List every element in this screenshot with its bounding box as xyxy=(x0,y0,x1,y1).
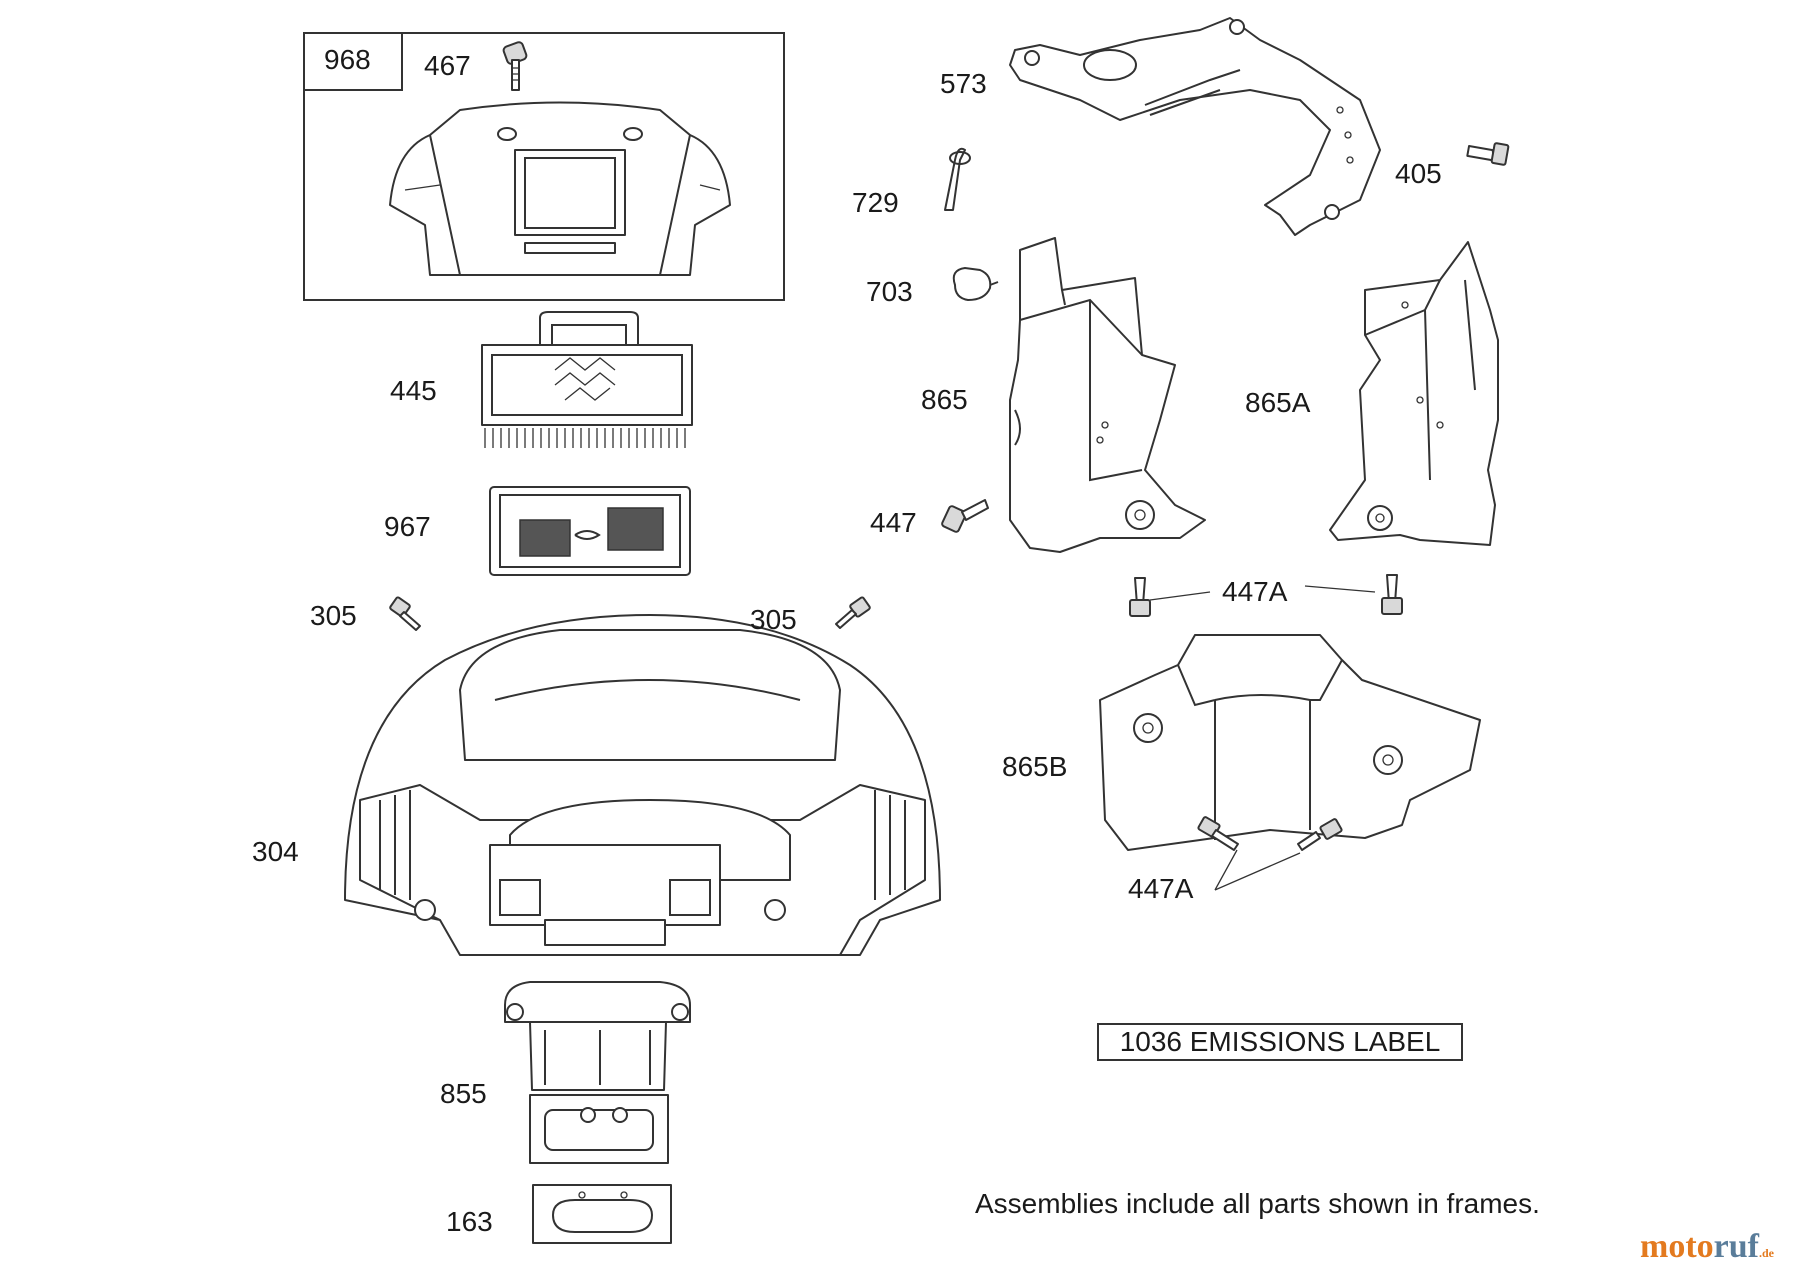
watermark-part2: ruf xyxy=(1713,1228,1759,1265)
watermark-part1: moto xyxy=(1640,1228,1714,1265)
callout-447A-bottom: 447A xyxy=(1128,873,1194,904)
callout-405: 405 xyxy=(1395,158,1442,189)
callout-703: 703 xyxy=(866,276,913,307)
emissions-label-box: 1036 EMISSIONS LABEL xyxy=(1097,1023,1463,1061)
part-305-screw-right xyxy=(835,596,871,629)
part-573-baffle xyxy=(1009,17,1381,236)
callout-163: 163 xyxy=(446,1206,493,1237)
part-865B-shroud xyxy=(1099,634,1481,851)
callout-305-right: 305 xyxy=(750,604,797,635)
part-447-screw xyxy=(941,499,989,533)
part-855-intake-elbow xyxy=(504,981,691,1164)
callout-729: 729 xyxy=(852,187,899,218)
part-729-tie xyxy=(944,147,971,211)
callout-304: 304 xyxy=(252,836,299,867)
part-968-air-cleaner-cover xyxy=(389,101,731,276)
part-467-knob xyxy=(502,41,528,91)
part-163-gasket xyxy=(532,1184,672,1244)
callout-855: 855 xyxy=(440,1078,487,1109)
callout-865B: 865B xyxy=(1002,751,1068,782)
callout-968: 968 xyxy=(324,44,371,75)
watermark-logo: motoruf.de xyxy=(1640,1228,1774,1266)
callout-573: 573 xyxy=(940,68,987,99)
callout-467: 467 xyxy=(424,50,471,81)
label-box-968 xyxy=(303,32,403,91)
part-447A-screws-top xyxy=(1129,574,1403,617)
assembly-note: Assemblies include all parts shown in fr… xyxy=(975,1188,1540,1219)
part-865A-shroud xyxy=(1329,241,1499,546)
callout-447: 447 xyxy=(870,507,917,538)
watermark-suffix: .de xyxy=(1758,1246,1774,1260)
part-447A-screws-bottom xyxy=(1197,816,1343,891)
callout-865: 865 xyxy=(921,384,968,415)
callout-967: 967 xyxy=(384,511,431,542)
callout-305-left: 305 xyxy=(310,600,357,631)
part-865-shroud xyxy=(1009,237,1206,553)
part-405-screw xyxy=(1466,142,1510,166)
callout-865A: 865A xyxy=(1245,387,1311,418)
part-304-blower-housing xyxy=(344,614,941,956)
part-703-clip xyxy=(952,266,999,302)
part-967-precleaner xyxy=(489,486,691,576)
part-445-filter xyxy=(481,311,693,448)
callout-445: 445 xyxy=(390,375,437,406)
part-305-screw-left xyxy=(389,596,421,631)
assembly-frame-968 xyxy=(303,32,785,301)
callout-447A-top: 447A xyxy=(1222,576,1288,607)
